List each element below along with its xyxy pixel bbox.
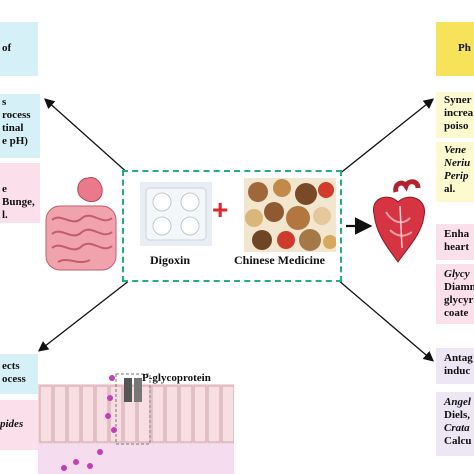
epithelium-illustration	[38, 373, 234, 474]
left-box-1-line-2: rocess	[2, 109, 31, 121]
right-box-6-line-2: Diels,	[444, 409, 470, 421]
left-box-2-line-2: Bunge,	[2, 196, 35, 208]
digoxin-label: Digoxin	[150, 253, 191, 267]
herbal-medicine-image	[244, 178, 336, 252]
center-dashed-box: + Digoxin Chinese Medicine	[122, 170, 342, 282]
right-header-box: Ph	[436, 22, 474, 76]
right-box-2-line-4: al.	[444, 183, 456, 195]
left-header-text: of	[2, 42, 12, 54]
right-box-4-line-2: Diamm	[444, 281, 474, 293]
left-box-1-line-3: tinal	[2, 122, 24, 134]
left-header-box: of	[0, 22, 38, 76]
right-box-6: Angel Diels, Crata Calcu	[436, 392, 474, 456]
right-box-3-line-2: heart	[444, 241, 470, 253]
right-box-4-line-1: Glycy	[444, 268, 470, 280]
plus-sign: +	[212, 194, 229, 225]
left-box-3-line-1: ects	[2, 360, 20, 372]
right-box-2-line-2: Neriu	[444, 157, 471, 169]
right-box-5-line-2: induc	[444, 365, 471, 377]
right-box-4-line-3: glycyr	[444, 294, 474, 306]
arrow-bottom-left	[37, 279, 131, 352]
pgp-label: P-glycoprotein	[142, 372, 211, 384]
pill-blister-image	[140, 182, 212, 246]
right-box-1-line-3: poiso	[444, 120, 469, 132]
left-box-3-line-2: ocess	[2, 373, 26, 385]
right-box-2: Vene Neriu Perip al.	[436, 142, 474, 202]
right-box-1-line-2: increa	[444, 107, 474, 119]
chinese-medicine-label: Chinese Medicine	[234, 253, 325, 267]
right-box-2-line-3: Perip	[444, 170, 469, 182]
right-box-6-line-3: Crata	[444, 422, 470, 434]
right-box-4-line-4: coate	[444, 307, 469, 319]
arrow-top-right	[337, 98, 435, 176]
left-box-3: ects ocess	[0, 354, 38, 394]
right-box-5: Antag induc	[436, 348, 474, 384]
intestine-illustration	[45, 177, 117, 271]
arrow-bottom-right	[337, 279, 434, 362]
left-box-2: e Bunge, l.	[0, 163, 40, 223]
right-box-1-line-1: Syner	[444, 94, 472, 106]
left-box-1: s rocess tinal e pH)	[0, 94, 40, 158]
right-header-text: Ph	[458, 42, 471, 54]
heart-illustration	[372, 179, 425, 263]
left-box-4: pides	[0, 400, 38, 450]
arrow-top-left	[44, 98, 131, 176]
left-box-4-line-1: pides	[0, 418, 24, 430]
left-box-1-line-1: s	[2, 96, 7, 108]
left-box-2-line-1: e	[2, 183, 7, 195]
right-box-3: Enha heart	[436, 224, 474, 260]
left-box-1-line-4: e pH)	[2, 135, 28, 147]
right-box-2-line-1: Vene	[444, 144, 466, 156]
right-box-5-line-1: Antag	[444, 352, 473, 364]
right-box-1: Syner increa poiso	[436, 92, 474, 138]
right-box-6-line-4: Calcu	[444, 435, 472, 447]
right-box-6-line-1: Angel	[444, 396, 471, 408]
right-box-4: Glycy Diamm glycyr coate	[436, 264, 474, 324]
left-box-2-line-3: l.	[2, 209, 8, 221]
right-box-3-line-1: Enha	[444, 228, 470, 240]
